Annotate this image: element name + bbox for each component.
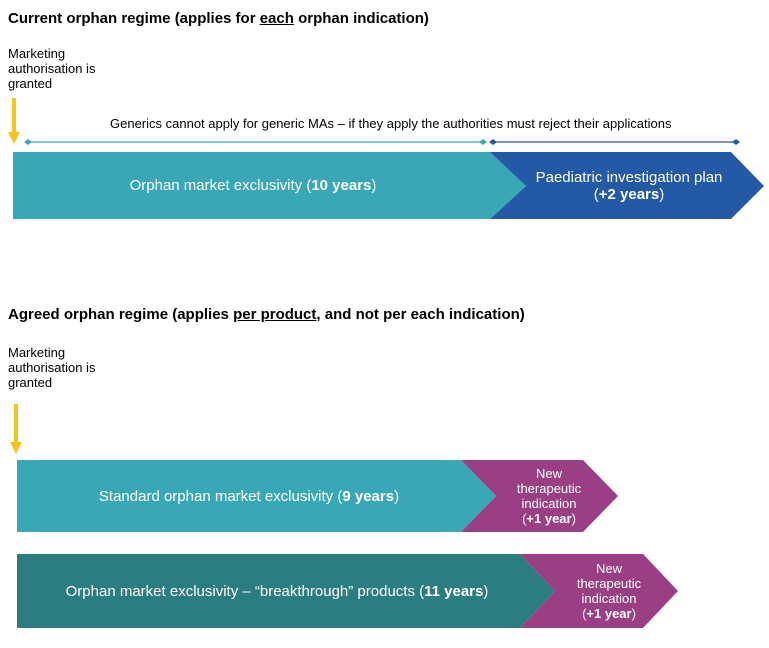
paediatric-plan-label: Paediatric investigation plan (+2 years): [535, 168, 723, 203]
new-indication-arrow-1: [461, 460, 618, 532]
breakthrough-exclusivity-label: Orphan market exclusivity – “breakthroug…: [65, 582, 489, 600]
current-regime-heading: Current orphan regime (applies for each …: [8, 10, 429, 27]
orphan-exclusivity-arrow: [13, 152, 526, 219]
standard-exclusivity-arrow: [17, 460, 496, 532]
range-line-paediatric: [489, 139, 740, 145]
range-line-exclusivity: [24, 139, 487, 145]
orphan-exclusivity-label: Orphan market exclusivity (10 years): [129, 177, 377, 194]
new-indication-arrow-2: [520, 554, 678, 628]
new-indication-label-1: New therapeutic indication (+1 year): [516, 466, 582, 526]
agreed-regime-heading: Agreed orphan regime (applies per produc…: [8, 306, 525, 323]
paediatric-plan-arrow: [490, 152, 764, 219]
breakthrough-exclusivity-arrow: [17, 554, 555, 628]
generics-note: Generics cannot apply for generic MAs – …: [110, 116, 672, 131]
yellow-down-arrow-top: [8, 98, 20, 144]
marketing-authorisation-note-bottom: Marketing authorisation is granted: [8, 345, 96, 390]
standard-exclusivity-label: Standard orphan market exclusivity (9 ye…: [98, 487, 400, 505]
yellow-down-arrow-bottom: [10, 404, 22, 454]
new-indication-label-2: New therapeutic indication (+1 year): [576, 561, 642, 621]
marketing-authorisation-note-top: Marketing authorisation is granted: [8, 46, 96, 91]
